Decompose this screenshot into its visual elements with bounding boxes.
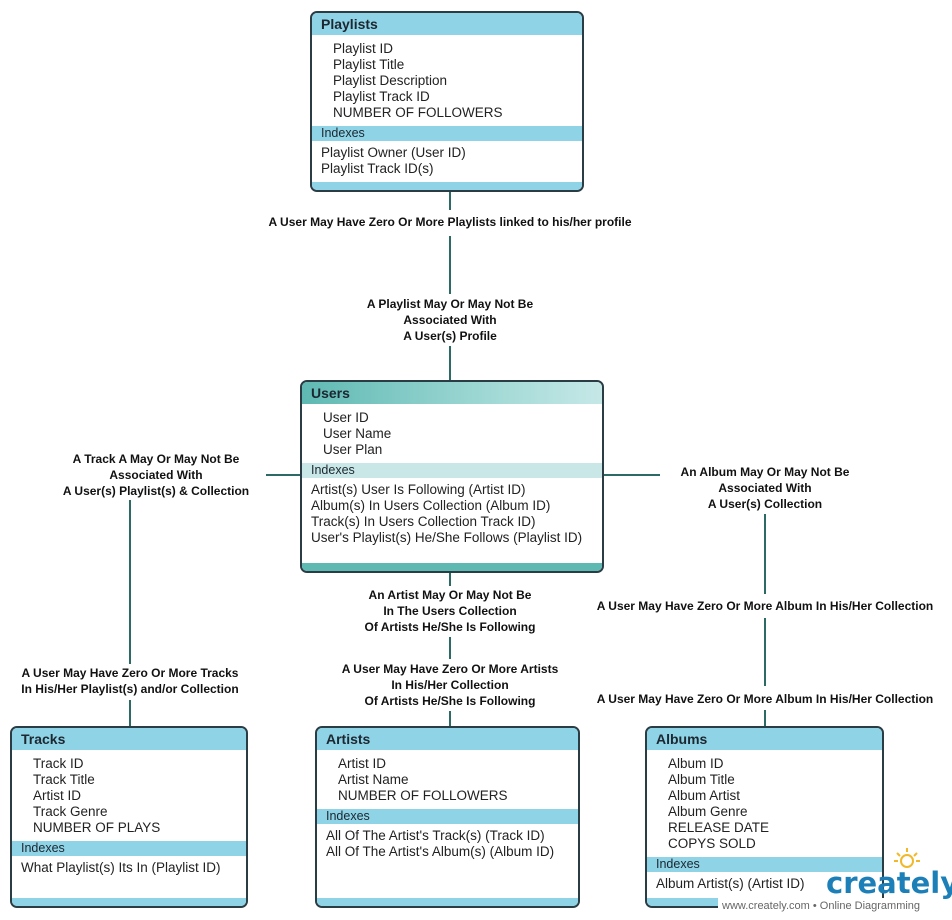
artists-indexes-header: Indexes xyxy=(317,809,578,824)
tracks-table-footer xyxy=(12,898,246,906)
playlists-table-footer xyxy=(312,182,582,190)
relationship-label-line: In His/Her Collection xyxy=(391,678,509,692)
tracks-index: What Playlist(s) Its In (Playlist ID) xyxy=(21,860,221,875)
relationship-label-line: Associated With xyxy=(109,468,203,482)
relationship-label: A User May Have Zero Or More Tracks In H… xyxy=(10,665,250,697)
tracks-field: Artist ID xyxy=(33,788,82,803)
users-field: User Name xyxy=(323,426,392,441)
albums-field: Album Artist xyxy=(668,788,741,803)
users-table-title: Users xyxy=(302,382,602,404)
users-field: User ID xyxy=(323,410,369,425)
relationship-label-line: Associated With xyxy=(403,313,497,327)
tracks-table-title: Tracks xyxy=(12,728,246,750)
users-field: User Plan xyxy=(323,442,383,457)
relationship-label-line: A Track A May Or May Not Be xyxy=(72,452,240,466)
playlists-index: Playlist Track ID(s) xyxy=(321,161,434,176)
albums-field: Album Title xyxy=(668,772,735,787)
users-index: User's Playlist(s) He/She Follows (Playl… xyxy=(311,530,583,545)
connector-users-tracks-v2 xyxy=(129,700,131,726)
albums-field: Album Genre xyxy=(668,804,748,819)
relationship-label-line: Of Artists He/She Is Following xyxy=(364,620,536,634)
connector-playlists-users-b xyxy=(449,236,451,294)
playlists-indexes-header: Indexes xyxy=(312,126,582,141)
connector-playlists-users-a xyxy=(449,192,451,210)
users-table-footer xyxy=(302,563,602,571)
relationship-label-line: A User(s) Profile xyxy=(403,329,497,343)
users-index: Track(s) In Users Collection Track ID) xyxy=(311,514,536,529)
users-indexes-header: Indexes xyxy=(302,463,602,478)
users-index: Album(s) In Users Collection (Album ID) xyxy=(311,498,551,513)
playlists-field: Playlist ID xyxy=(333,41,394,56)
relationship-label: An Album May Or May Not Be Associated Wi… xyxy=(660,464,870,512)
artists-index: All Of The Artist's Track(s) (Track ID) xyxy=(326,828,545,843)
relationship-label-line: A User May Have Zero Or More Artists xyxy=(341,662,559,676)
lightbulb-icon xyxy=(894,848,920,868)
connector-playlists-users-c xyxy=(449,346,451,382)
tracks-field: NUMBER OF PLAYS xyxy=(33,820,161,835)
playlists-table[interactable]: Playlists Playlist ID Playlist Title Pla… xyxy=(310,11,584,192)
artists-field: NUMBER OF FOLLOWERS xyxy=(338,788,508,803)
playlists-field: Playlist Description xyxy=(333,73,448,88)
connector-users-tracks-v xyxy=(129,500,131,664)
tracks-field: Track ID xyxy=(33,756,84,771)
albums-indexes-header: Indexes xyxy=(647,857,882,872)
creately-tagline: www.creately.com • Online Diagramming xyxy=(718,898,925,914)
relationship-label: A User May Have Zero Or More Album In Hi… xyxy=(586,598,944,614)
relationship-label: An Artist May Or May Not Be In The Users… xyxy=(330,587,570,635)
creately-logo: creately xyxy=(826,866,952,900)
relationship-label-line: An Album May Or May Not Be xyxy=(680,465,850,479)
relationship-label-line: An Artist May Or May Not Be xyxy=(368,588,532,602)
relationship-label-line: A Playlist May Or May Not Be xyxy=(366,297,534,311)
tracks-indexes-header: Indexes xyxy=(12,841,246,856)
tracks-table[interactable]: Tracks Track ID Track Title Artist ID Tr… xyxy=(10,726,248,908)
tracks-field: Track Genre xyxy=(33,804,108,819)
artists-field: Artist ID xyxy=(338,756,387,771)
relationship-label-line: Associated With xyxy=(718,481,812,495)
albums-table[interactable]: Albums Album ID Album Title Album Artist… xyxy=(645,726,884,908)
albums-field: Album ID xyxy=(668,756,724,771)
artists-index: All Of The Artist's Album(s) (Album ID) xyxy=(326,844,555,859)
connector-users-albums-v3 xyxy=(764,710,766,726)
relationship-label-line: Of Artists He/She Is Following xyxy=(364,694,536,708)
artists-field: Artist Name xyxy=(338,772,409,787)
relationship-label-line: A User(s) Playlist(s) & Collection xyxy=(62,484,250,498)
users-table[interactable]: Users User ID User Name User Plan Indexe… xyxy=(300,380,604,573)
connector-users-albums-h xyxy=(603,474,673,476)
playlists-table-title: Playlists xyxy=(312,13,582,35)
artists-table-footer xyxy=(317,898,578,906)
connector-users-artists-a xyxy=(449,572,451,586)
relationship-label-line: In The Users Collection xyxy=(383,604,517,618)
relationship-label-line: A User May Have Zero Or More Tracks xyxy=(21,666,239,680)
playlists-index: Playlist Owner (User ID) xyxy=(321,145,466,160)
playlists-field: Playlist Track ID xyxy=(333,89,430,104)
playlists-field: Playlist Title xyxy=(333,57,405,72)
connector-users-albums-v2 xyxy=(764,618,766,686)
artists-table[interactable]: Artists Artist ID Artist Name NUMBER OF … xyxy=(315,726,580,908)
relationship-label: A Track A May Or May Not Be Associated W… xyxy=(46,451,266,499)
relationship-label: A User May Have Zero Or More Playlists l… xyxy=(250,214,650,230)
artists-table-title: Artists xyxy=(317,728,578,750)
connector-users-albums-v1 xyxy=(764,514,766,594)
relationship-label-line: In His/Her Playlist(s) and/or Collection xyxy=(21,682,239,696)
albums-field: COPYS SOLD xyxy=(668,836,756,851)
connector-users-artists-b xyxy=(449,637,451,659)
relationship-label-line: A User(s) Collection xyxy=(707,497,823,511)
albums-field: RELEASE DATE xyxy=(668,820,770,835)
playlists-field: NUMBER OF FOLLOWERS xyxy=(333,105,503,120)
connector-users-tracks-h xyxy=(252,474,302,476)
relationship-label: A User May Have Zero Or More Album In Hi… xyxy=(586,691,944,707)
albums-index: Album Artist(s) (Artist ID) xyxy=(656,876,805,891)
relationship-label: A Playlist May Or May Not Be Associated … xyxy=(340,296,560,344)
connector-users-artists-c xyxy=(449,711,451,726)
albums-table-title: Albums xyxy=(647,728,882,750)
tracks-field: Track Title xyxy=(33,772,95,787)
relationship-label: A User May Have Zero Or More Artists In … xyxy=(325,661,575,709)
users-index: Artist(s) User Is Following (Artist ID) xyxy=(311,482,526,497)
